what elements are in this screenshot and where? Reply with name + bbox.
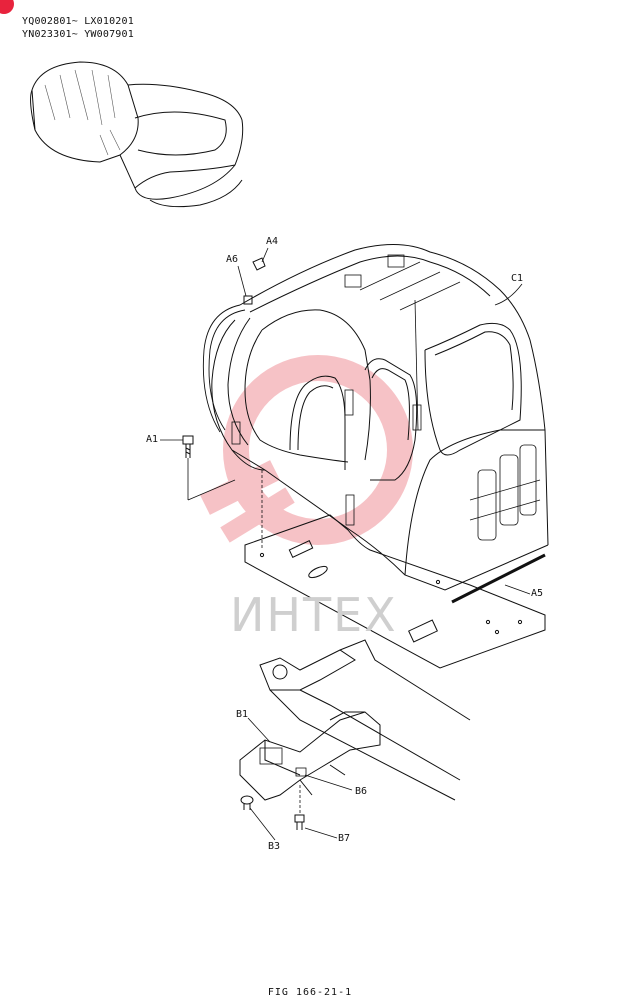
clip-a4-icon [252,257,266,271]
bracket-b1 [239,711,381,801]
label-a5: A5 [531,588,544,599]
watermark-logo [200,355,413,545]
operator-seat [30,61,244,208]
chassis-frame [259,639,471,801]
label-b3: B3 [268,841,281,852]
figure-caption: FIG 166-21-1 [267,987,353,998]
label-b1: B1 [236,709,249,720]
bolt-b3-icon [240,795,254,810]
watermark-text: ИНТЕХ [230,588,398,642]
leader-lines [160,247,531,841]
label-a4: A4 [266,236,279,247]
bolt-a1-icon [182,435,194,458]
serial-range-1: YQ002801~ LX010201 [22,16,134,27]
cab-assembly [202,243,549,604]
label-a6: A6 [226,254,239,265]
corner-marker [0,0,14,14]
bolt-b7-icon [294,814,305,830]
label-a1: A1 [146,434,159,445]
label-b7: B7 [338,833,351,844]
grommet-a6-icon [243,295,253,305]
serial-range-2: YN023301~ YW007901 [22,29,134,40]
label-c1: C1 [511,273,524,284]
floor-plate [244,514,546,669]
label-b6: B6 [355,786,368,797]
